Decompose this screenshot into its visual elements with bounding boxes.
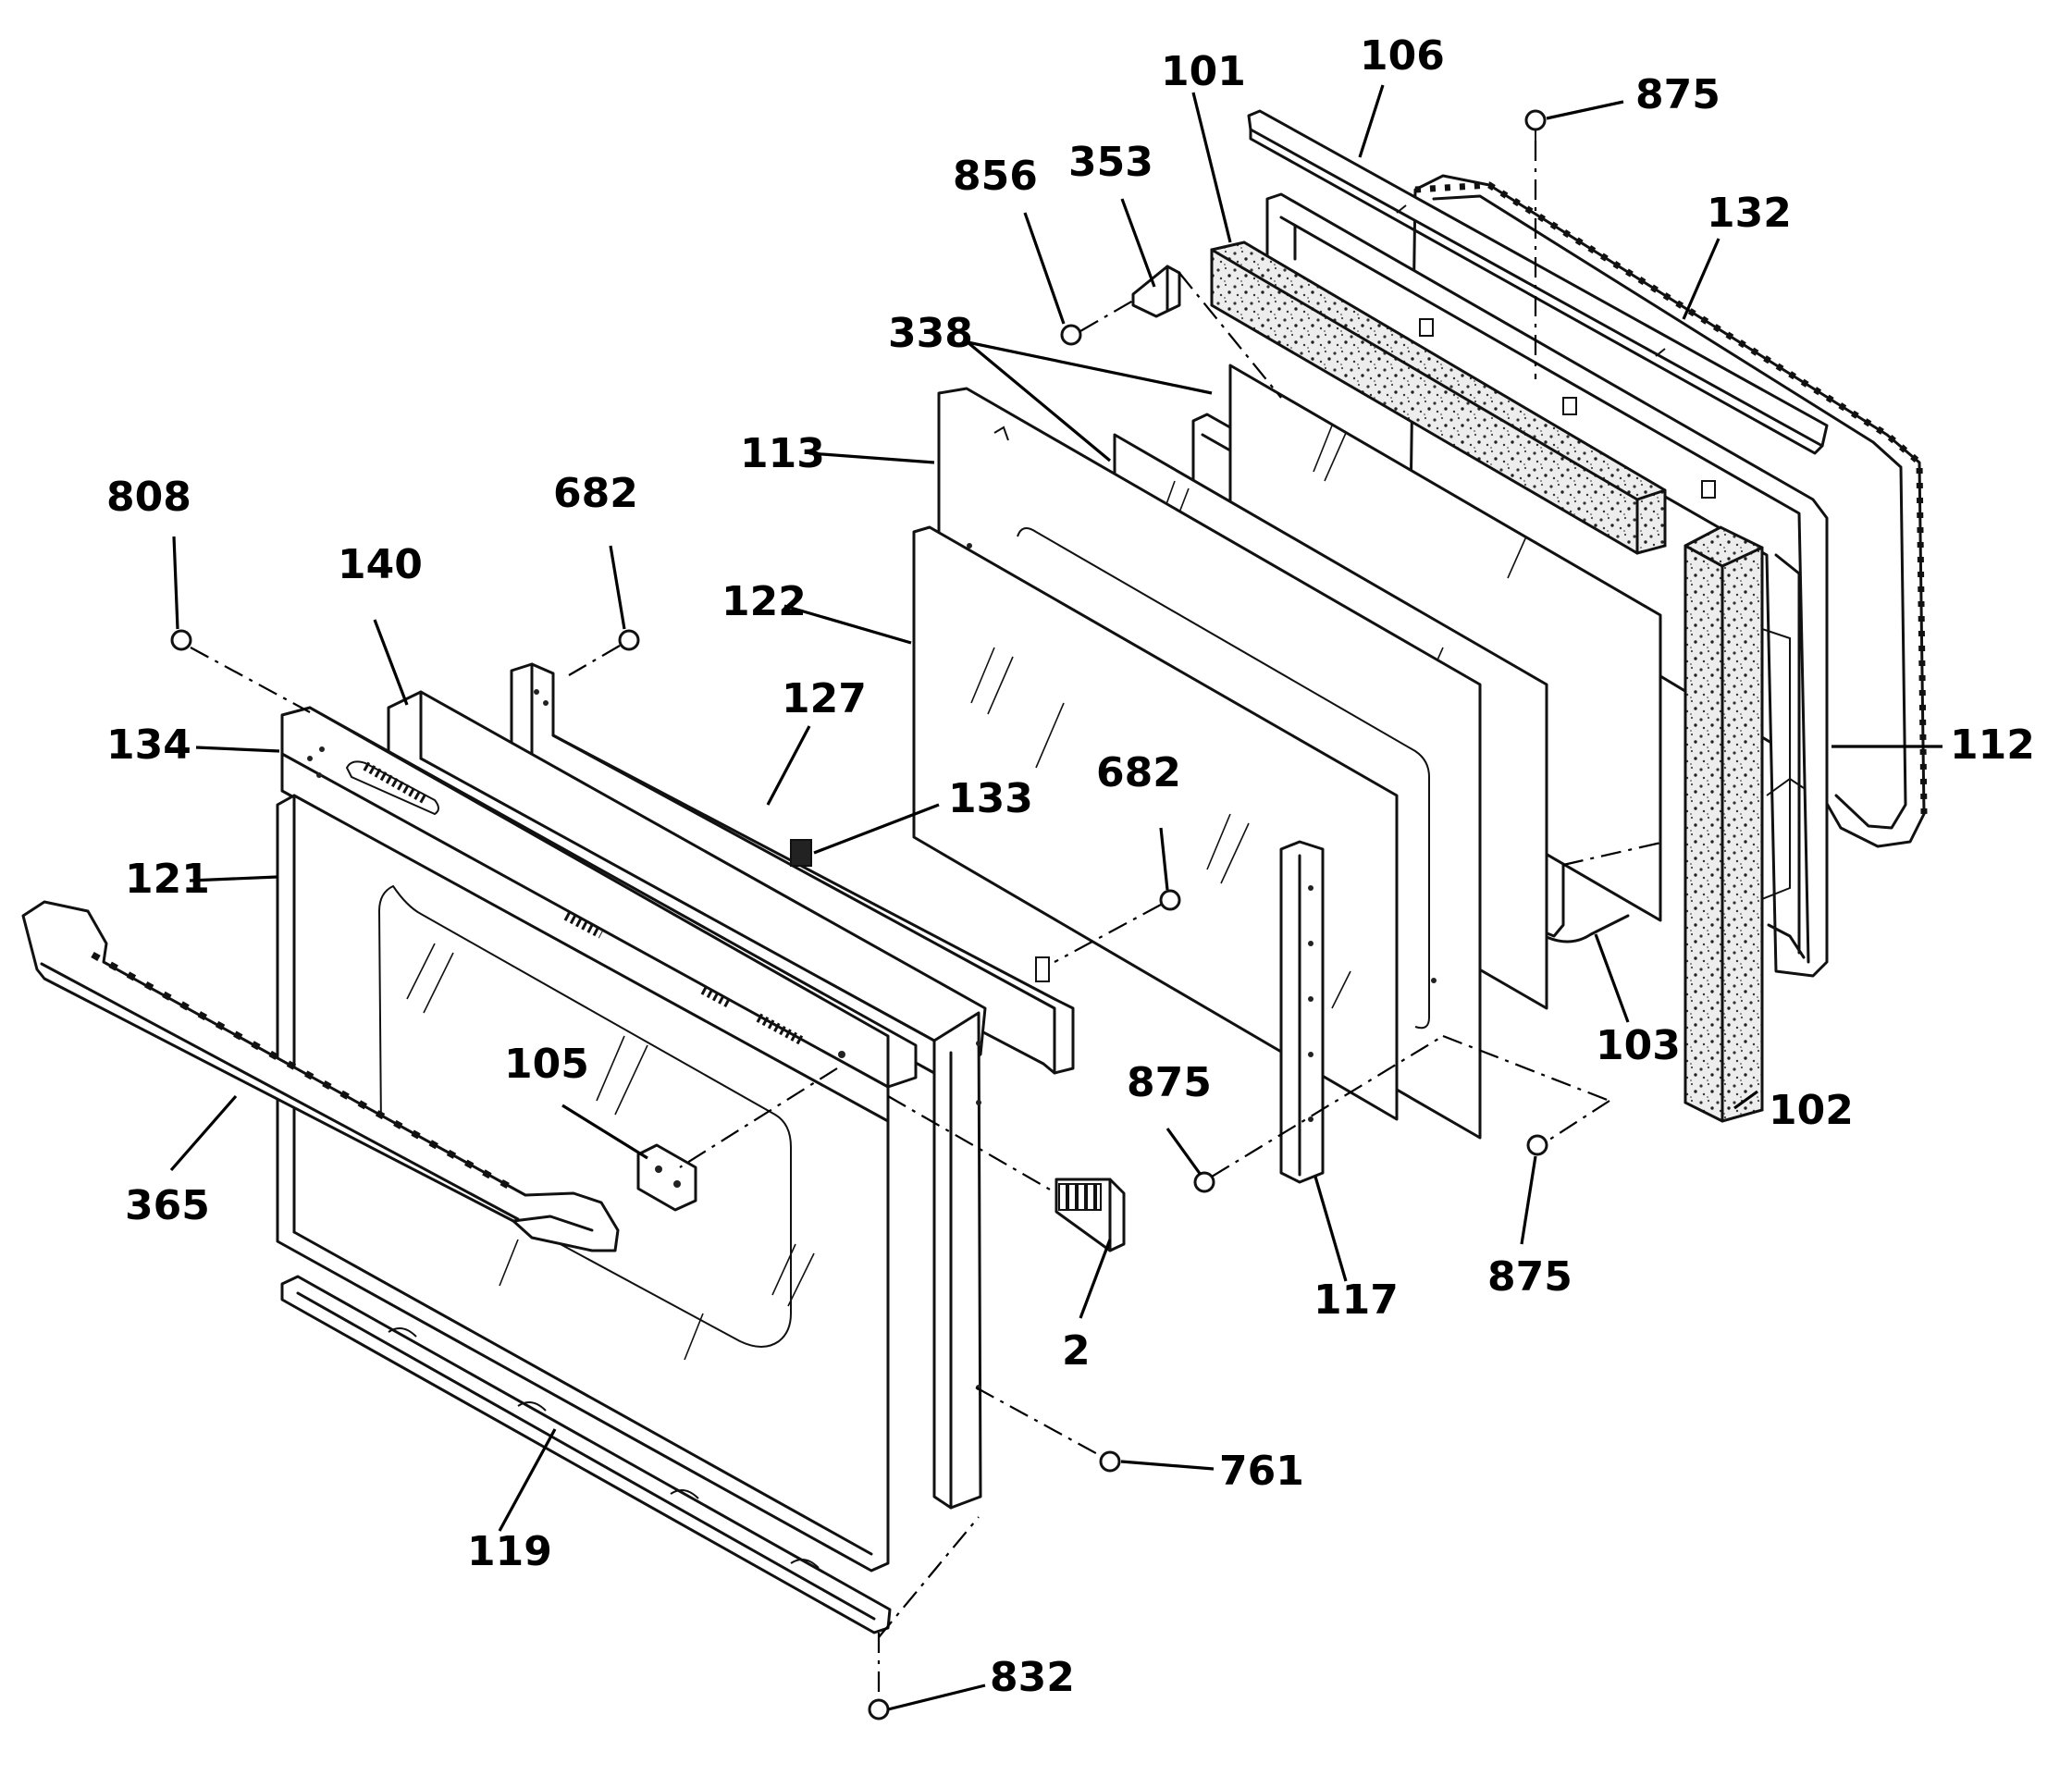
callout-875-top: 875 (1635, 71, 1720, 118)
assembly-lines (190, 141, 1666, 1700)
part-101-top-insulation (1210, 240, 1667, 555)
callout-101: 101 (1161, 48, 1246, 95)
part-365-handle (21, 900, 620, 1252)
part-121-outer-door (276, 794, 890, 1572)
screw-875-top (1524, 109, 1547, 141)
callout-119: 119 (467, 1528, 552, 1575)
part-102-side-insulation (1684, 525, 1805, 1123)
screw-682-left (618, 629, 640, 651)
leader-lines (169, 84, 1942, 1711)
callout-365: 365 (125, 1182, 210, 1229)
callout-106: 106 (1360, 32, 1445, 80)
part-2-hinge-clip (1054, 1178, 1126, 1252)
callout-808: 808 (106, 474, 191, 521)
screw-761 (1099, 1450, 1121, 1473)
callout-875-mid: 875 (1127, 1059, 1212, 1106)
callout-140: 140 (338, 541, 423, 588)
screw-682-mid (1159, 889, 1181, 911)
callout-682-mid: 682 (1096, 749, 1181, 796)
callout-353: 353 (1068, 139, 1153, 186)
part-105-mount-plate (636, 1143, 697, 1212)
callout-761: 761 (1219, 1448, 1304, 1495)
callout-2: 2 (1062, 1327, 1091, 1375)
callout-127: 127 (782, 675, 867, 722)
callout-132: 132 (1707, 190, 1792, 237)
screw-808 (170, 629, 192, 651)
callout-875-right: 875 (1487, 1253, 1572, 1301)
callout-122: 122 (722, 578, 807, 625)
callout-832: 832 (990, 1654, 1075, 1701)
part-106-top-channel (1247, 109, 1829, 455)
callout-338: 338 (888, 310, 973, 357)
callout-121: 121 (125, 856, 210, 903)
callout-134: 134 (106, 722, 191, 769)
callout-112: 112 (1950, 722, 2035, 769)
callout-102: 102 (1769, 1087, 1854, 1134)
part-122-window-glass (912, 525, 1399, 1121)
screw-875-right (1526, 1134, 1548, 1156)
screw-856 (1060, 324, 1082, 346)
callout-133: 133 (948, 775, 1033, 822)
screw-875-mid (1193, 1171, 1215, 1193)
callout-117: 117 (1314, 1276, 1399, 1324)
door-side-frame (932, 1011, 982, 1510)
callout-103: 103 (1596, 1022, 1681, 1069)
part-133-small-clip (790, 839, 812, 867)
callout-105: 105 (504, 1041, 589, 1088)
screw-832 (868, 1698, 890, 1720)
callout-682-left: 682 (553, 470, 638, 517)
callout-856: 856 (953, 153, 1038, 200)
callout-113: 113 (740, 430, 825, 477)
part-119-bottom-trim (280, 1275, 892, 1634)
part-117-hinge-bracket (1279, 840, 1325, 1184)
part-353-clip (1131, 265, 1181, 318)
callout-labels: 101 106 875 856 353 132 338 113 808 682 … (106, 32, 2035, 1701)
